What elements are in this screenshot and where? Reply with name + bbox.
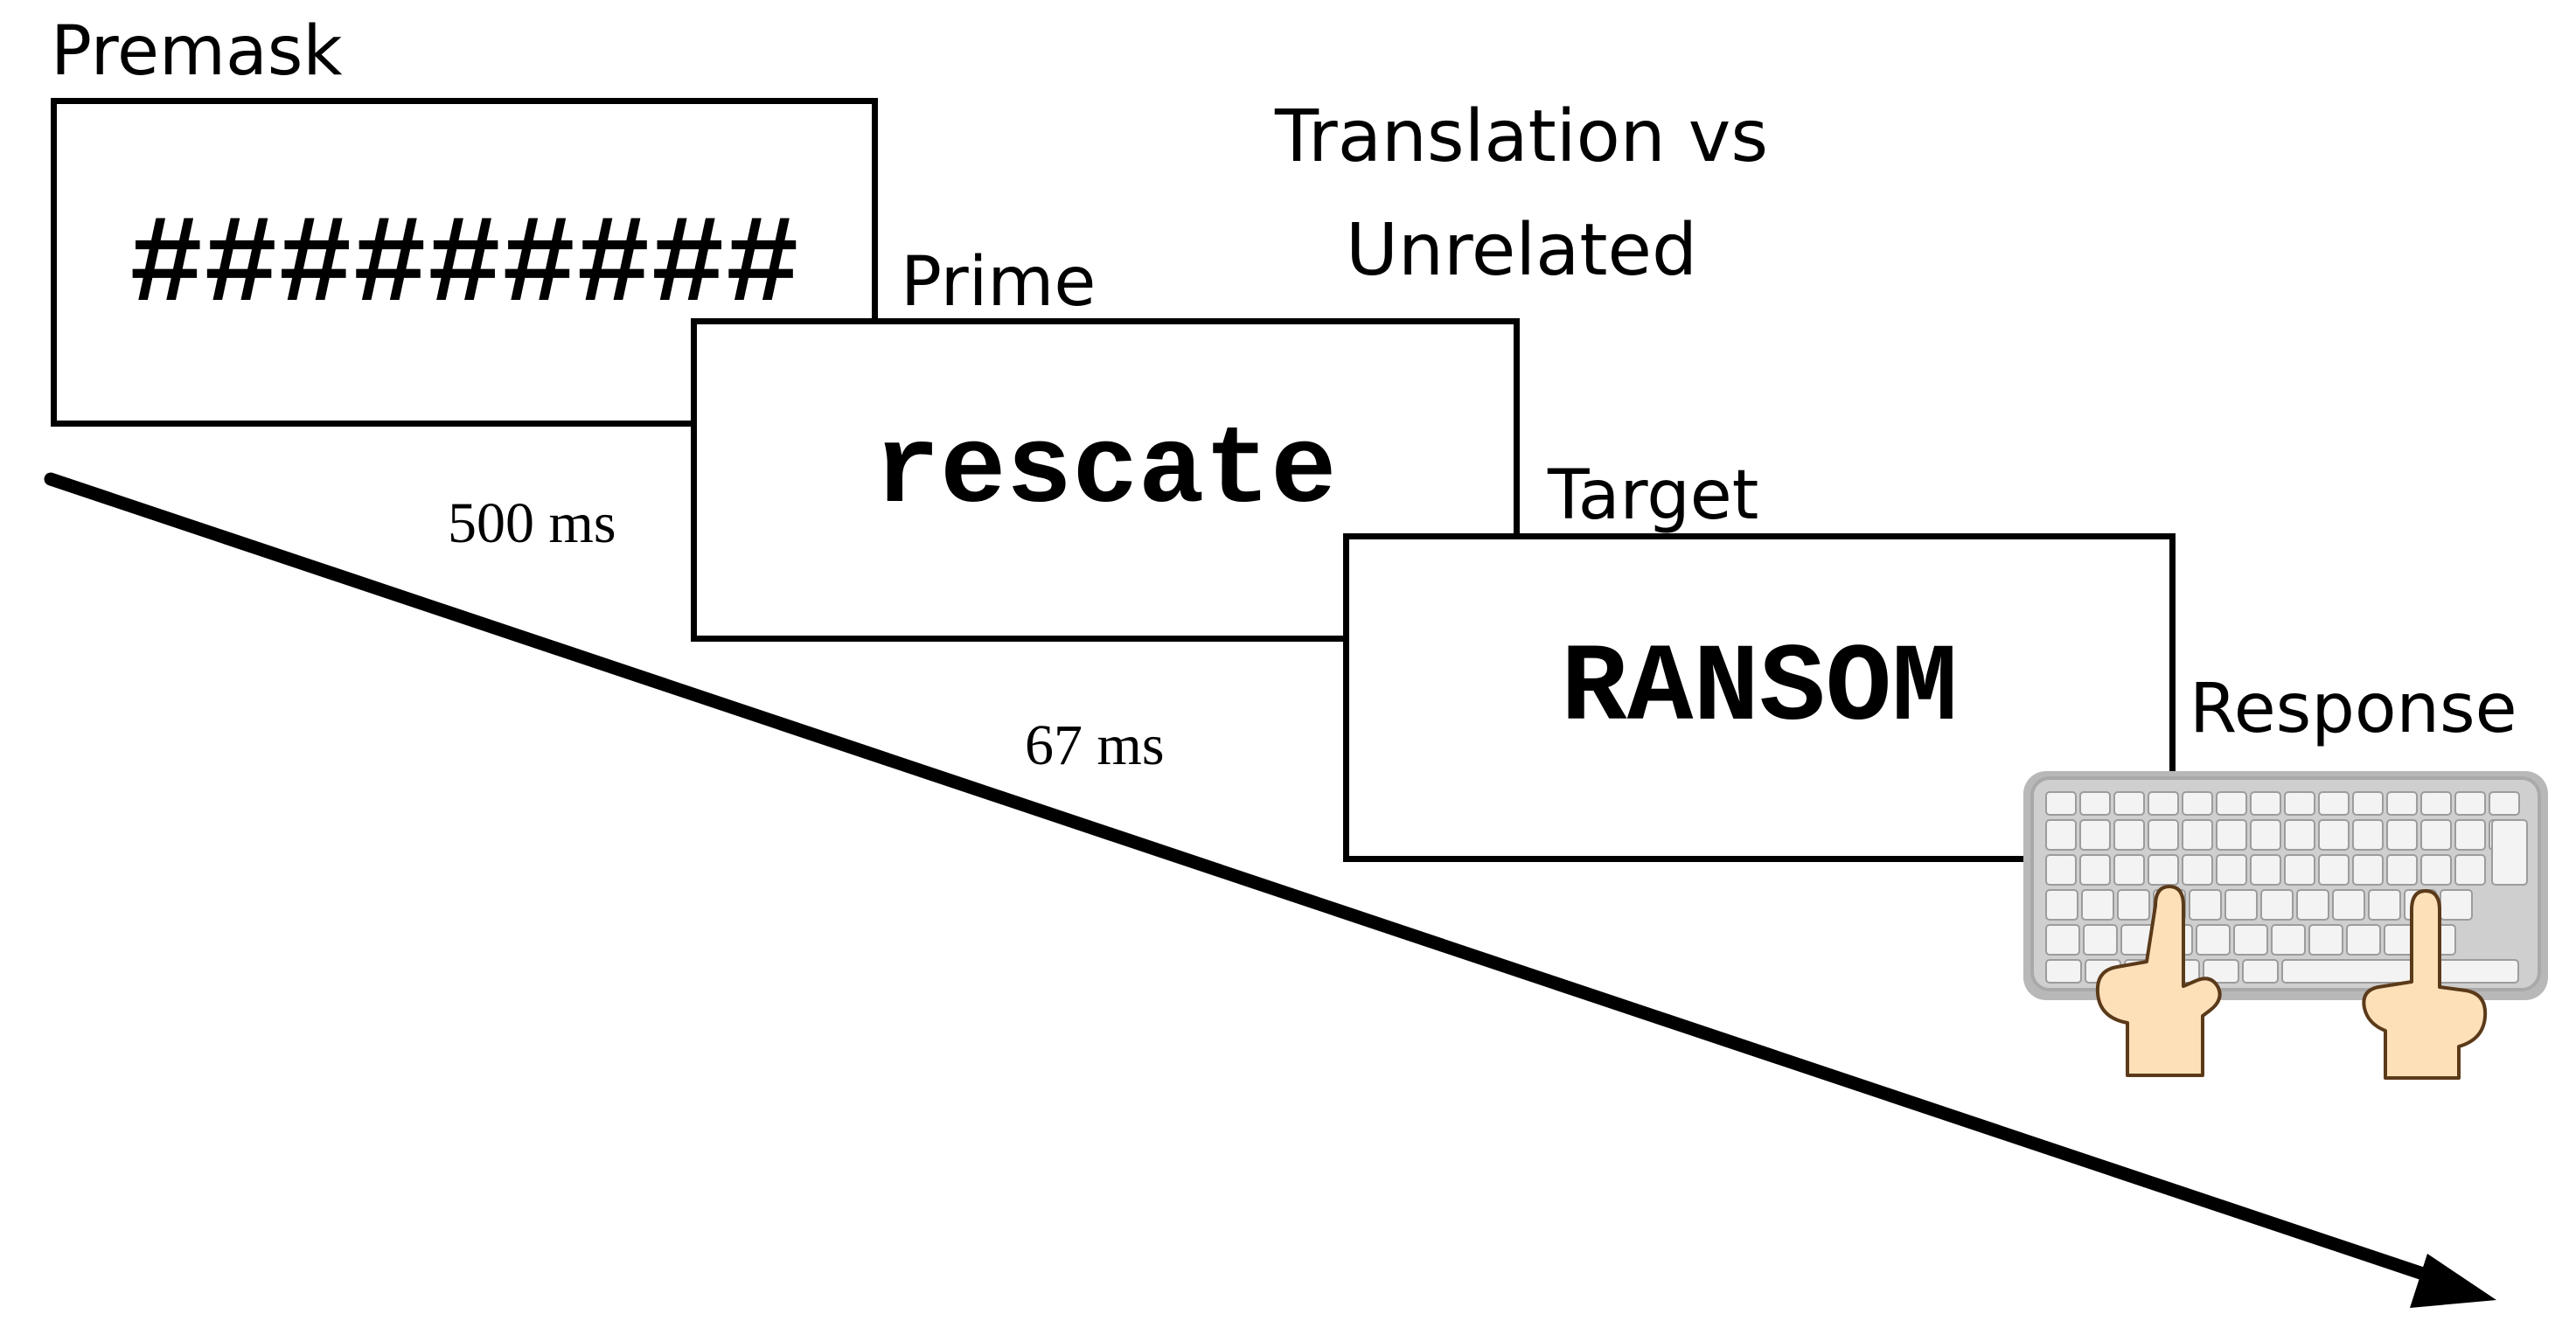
keyboard-key bbox=[2318, 854, 2350, 886]
keyboard-key bbox=[2045, 791, 2077, 816]
keyboard-key bbox=[2284, 819, 2315, 851]
keyboard-key bbox=[2045, 819, 2077, 851]
keyboard-key bbox=[2454, 791, 2486, 816]
keyboard-key bbox=[2216, 819, 2247, 851]
keyboard-key bbox=[2386, 819, 2418, 851]
keyboard-key bbox=[2489, 791, 2520, 816]
keyboard-key bbox=[2083, 924, 2118, 956]
keyboard-key bbox=[2045, 924, 2080, 956]
keyboard-key bbox=[2113, 854, 2145, 886]
keyboard-key bbox=[2079, 854, 2111, 886]
keyboard-key bbox=[2346, 924, 2381, 956]
keyboard-key bbox=[2117, 889, 2150, 921]
keyboard-key bbox=[2420, 854, 2452, 886]
keyboard-key bbox=[2148, 819, 2179, 851]
prime-duration: 67 ms bbox=[1025, 713, 1165, 777]
keyboard-key bbox=[2271, 924, 2306, 956]
keyboard-key bbox=[2182, 854, 2213, 886]
keyboard-key bbox=[2250, 854, 2281, 886]
prime-label: Prime bbox=[901, 243, 1097, 322]
keyboard-key bbox=[2045, 889, 2078, 921]
keyboard-key bbox=[2233, 924, 2268, 956]
keyboard-enter-key bbox=[2491, 819, 2528, 886]
premask-label: Premask bbox=[51, 12, 343, 91]
target-stimulus: RANSOM bbox=[1561, 626, 1958, 752]
keyboard-key bbox=[2079, 791, 2111, 816]
keyboard-key bbox=[2224, 889, 2258, 921]
keyboard-key bbox=[2352, 854, 2384, 886]
keyboard-key bbox=[2352, 791, 2384, 816]
keyboard-key bbox=[2242, 959, 2279, 984]
keyboard-key bbox=[2045, 959, 2082, 984]
condition-line-2: Unrelated bbox=[1345, 209, 1698, 292]
keyboard-key bbox=[2308, 924, 2343, 956]
premask-duration: 500 ms bbox=[448, 491, 616, 555]
keyboard-key bbox=[2148, 854, 2179, 886]
condition-label: Translation vs Unrelated bbox=[1215, 80, 1828, 308]
keyboard-key bbox=[2079, 819, 2111, 851]
premask-stimulus: ######### bbox=[129, 196, 800, 337]
prime-stimulus: rescate bbox=[874, 408, 1337, 534]
target-screen: RANSOM bbox=[1343, 533, 2176, 862]
keyboard-key bbox=[2420, 791, 2452, 816]
keyboard-key bbox=[2386, 854, 2418, 886]
response-label: Response bbox=[2190, 670, 2517, 748]
keyboard-key bbox=[2081, 889, 2114, 921]
keyboard-key bbox=[2368, 889, 2401, 921]
keyboard-key bbox=[2250, 819, 2281, 851]
keyboard-key bbox=[2352, 819, 2384, 851]
keyboard-key bbox=[2454, 819, 2486, 851]
keyboard-key bbox=[2045, 854, 2077, 886]
keyboard-key bbox=[2216, 854, 2247, 886]
keyboard-key bbox=[2260, 889, 2294, 921]
condition-line-1: Translation vs bbox=[1274, 95, 1769, 178]
keyboard-key bbox=[2284, 791, 2315, 816]
keyboard-key bbox=[2420, 819, 2452, 851]
keyboard-key bbox=[2216, 791, 2247, 816]
keyboard-key bbox=[2250, 791, 2281, 816]
keyboard-key bbox=[2182, 791, 2213, 816]
target-label: Target bbox=[1548, 456, 1759, 535]
keyboard-key bbox=[2386, 791, 2418, 816]
keyboard-key bbox=[2318, 791, 2350, 816]
keyboard-key bbox=[2440, 889, 2473, 921]
keyboard-with-hands-icon bbox=[2023, 771, 2548, 1080]
keyboard-key bbox=[2196, 924, 2231, 956]
keyboard-key bbox=[2332, 889, 2365, 921]
keyboard-key bbox=[2203, 959, 2239, 984]
keyboard-key bbox=[2284, 854, 2315, 886]
keyboard-key bbox=[2182, 819, 2213, 851]
keyboard-key bbox=[2296, 889, 2329, 921]
keyboard-key bbox=[2113, 791, 2145, 816]
keyboard-spacebar bbox=[2281, 959, 2519, 984]
keyboard-key bbox=[2454, 854, 2486, 886]
keyboard-key bbox=[2113, 819, 2145, 851]
keyboard-key bbox=[2318, 819, 2350, 851]
keyboard-key bbox=[2148, 791, 2179, 816]
keyboard-key bbox=[2189, 889, 2222, 921]
